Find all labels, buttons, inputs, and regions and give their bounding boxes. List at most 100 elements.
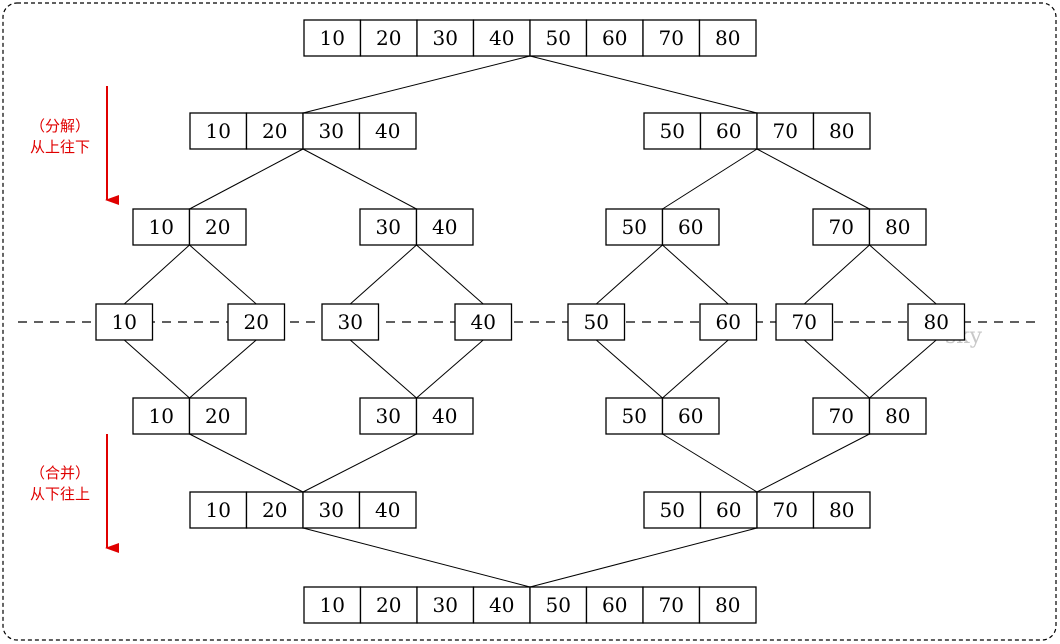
array-cell-value: 80 [829, 498, 854, 522]
array-cell [907, 303, 966, 341]
connector-line [416, 339, 484, 399]
array-cell-value: 20 [262, 119, 287, 143]
array-node: 30 [321, 303, 380, 341]
array-cell [245, 112, 304, 150]
array-cell [359, 19, 418, 57]
array-cell-value: 80 [829, 119, 854, 143]
array-cell [868, 397, 927, 435]
array-cell [812, 491, 871, 529]
array-cell-value: 60 [716, 498, 741, 522]
array-cell-value: 40 [432, 404, 457, 428]
array-cell-value: 40 [375, 498, 400, 522]
array-cell [358, 112, 417, 150]
array-cell [321, 303, 380, 341]
array-cell-value: 30 [338, 310, 363, 334]
array-cell-value: 50 [660, 498, 685, 522]
connector-line [302, 433, 417, 493]
connector-line [189, 244, 257, 305]
array-cell [454, 303, 513, 341]
connector-line [123, 339, 190, 399]
array-cell [303, 586, 362, 624]
array-cell [812, 208, 871, 246]
connector-line [302, 527, 531, 588]
connector-line [869, 244, 937, 305]
array-cell-value: 70 [773, 498, 798, 522]
array-cell [605, 208, 664, 246]
array-cell-value: 70 [829, 215, 854, 239]
array-cell [227, 303, 286, 341]
array-cell [605, 397, 664, 435]
merge-label-line1: （合并） [30, 464, 90, 482]
array-cell-value: 80 [885, 404, 910, 428]
array-cell-value: 60 [602, 26, 627, 50]
array-cell-value: 40 [471, 310, 496, 334]
connector-line [595, 244, 663, 305]
array-cell [812, 397, 871, 435]
connector-line [123, 244, 190, 305]
connector-line [529, 527, 758, 588]
array-cell-value: 50 [622, 404, 647, 428]
array-cell-value: 50 [584, 310, 609, 334]
array-cell-value: 80 [924, 310, 949, 334]
array-cell-value: 50 [660, 119, 685, 143]
array-cell [529, 586, 588, 624]
array-cell-value: 50 [622, 215, 647, 239]
array-cell-value: 10 [320, 26, 345, 50]
array-cell [661, 397, 720, 435]
array-cell [359, 208, 418, 246]
array-node: 50 60 70 80 [643, 491, 871, 529]
array-cell-value: 80 [715, 26, 740, 50]
array-node: 50 [567, 303, 626, 341]
array-cell-value: 20 [244, 310, 269, 334]
array-cell [699, 112, 758, 150]
connector-line [869, 339, 937, 399]
array-cell [472, 586, 531, 624]
array-cell-value: 40 [489, 593, 514, 617]
array-node: 30 40 [359, 397, 474, 435]
array-cell [661, 208, 720, 246]
array-cell-value: 20 [376, 593, 401, 617]
array-cell [416, 586, 475, 624]
array-node: 40 [454, 303, 513, 341]
array-cell-value: 10 [149, 215, 174, 239]
array-cell-value: 30 [433, 26, 458, 50]
array-cell-value: 10 [149, 404, 174, 428]
array-cell [698, 586, 757, 624]
array-cell-value: 50 [546, 26, 571, 50]
array-cell-value: 20 [376, 26, 401, 50]
array-cell [189, 112, 248, 150]
connector-line [349, 339, 417, 399]
connector-lines [123, 55, 937, 588]
array-cell [642, 586, 701, 624]
array-cell [585, 586, 644, 624]
connector-line [803, 339, 870, 399]
connector-line [189, 148, 304, 210]
array-cell [756, 491, 815, 529]
array-cell [415, 397, 474, 435]
array-cell-value: 10 [206, 498, 231, 522]
array-node: 70 [775, 303, 834, 341]
split-label-line1: （分解） [30, 117, 90, 135]
array-cell-value: 10 [320, 593, 345, 617]
array-cell [868, 208, 927, 246]
array-cell [775, 303, 834, 341]
connector-line [529, 55, 758, 114]
split-label-line2: 从上往下 [30, 138, 90, 156]
array-cell-value: 60 [678, 404, 703, 428]
connector-line [302, 148, 417, 210]
array-cell-value: 30 [376, 404, 401, 428]
array-cell [698, 19, 757, 57]
array-cell-value: 30 [319, 498, 344, 522]
